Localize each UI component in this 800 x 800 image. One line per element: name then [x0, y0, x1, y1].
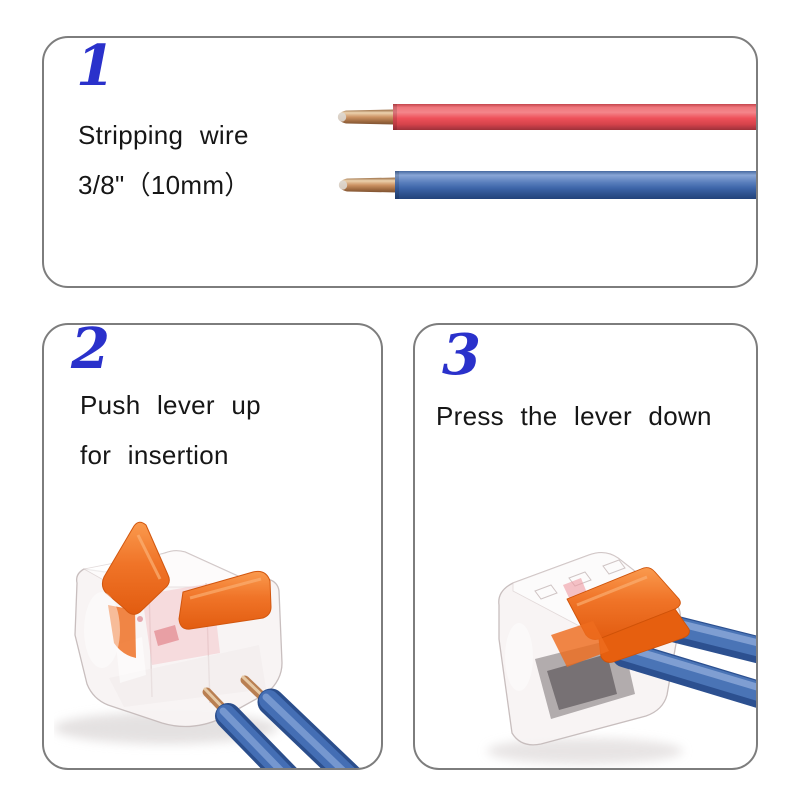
step-1-panel: 1 Stripping wire 3/8"（10mm） [42, 36, 758, 288]
copper-tip-highlight [338, 180, 348, 190]
step-1-number: 1 [76, 36, 115, 99]
plastic-sheen [505, 623, 533, 691]
orange-levers-down [551, 567, 690, 667]
step-3-caption: Press the lever down [436, 391, 712, 441]
step-3-panel: 3 Press the lever down [413, 323, 758, 770]
step-1-caption: Stripping wire 3/8"（10mm） [78, 110, 251, 210]
caption-line: for insertion [80, 440, 229, 470]
connector-photo-levers-up [54, 521, 360, 768]
insulation-cut-edge [393, 104, 397, 130]
insulation-cut-edge [395, 171, 399, 199]
plastic-sheen [84, 592, 120, 668]
caption-line: 3/8"（10mm） [78, 170, 251, 200]
copper-conductor [338, 109, 395, 125]
orange-lever-right-raised [178, 570, 272, 630]
connector-shadow [487, 738, 683, 764]
red-wire-stripped-tip [337, 104, 756, 130]
blue-wire-stripped-tip [338, 171, 756, 199]
blue-insulation [395, 171, 756, 199]
caption-line: Press the lever down [436, 401, 712, 431]
orange-lever-left-raised [101, 521, 170, 658]
step-2-caption: Push lever up for insertion [80, 380, 261, 480]
red-insulation [393, 104, 756, 130]
step-3-number: 3 [442, 323, 481, 388]
blue-wire-lower [611, 640, 756, 708]
caption-line: Stripping wire [78, 120, 249, 150]
connector-photo-levers-down [487, 551, 756, 764]
blue-wire-left [215, 703, 297, 768]
step-2-panel: 2 Push lever up for insertion [42, 323, 383, 770]
copper-conductor [339, 177, 397, 193]
blue-wire-right [257, 688, 360, 768]
step-2-number: 2 [71, 323, 110, 382]
caption-line: Push lever up [80, 390, 261, 420]
copper-tip-highlight [337, 112, 347, 122]
